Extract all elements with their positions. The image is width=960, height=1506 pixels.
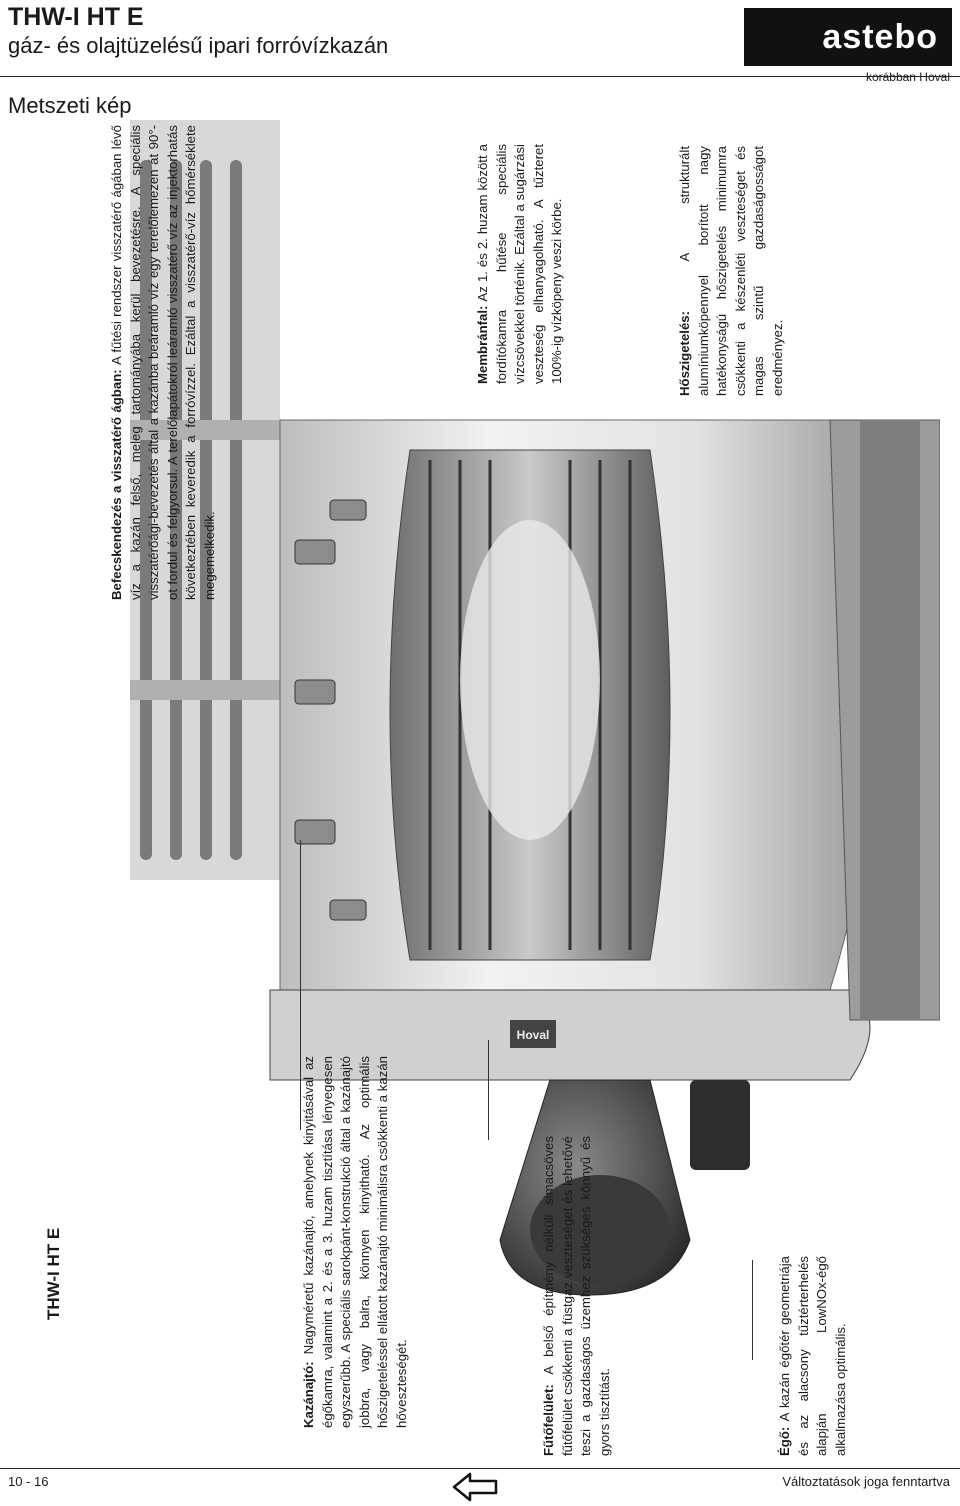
header-divider — [0, 76, 960, 77]
befecskendezes-body: A fűtési rendszer visszatérő ágában lévő… — [109, 125, 217, 600]
kazanajto-heading: Kazánajtó: — [301, 1354, 316, 1428]
leader-line-kazanajto — [300, 840, 301, 1130]
annotation-befecskendezes: Befecskendezés a visszatérő ágban: A fűt… — [108, 125, 219, 600]
boiler-cutaway-illustration: Hoval — [130, 120, 940, 1296]
befecskendezes-heading: Befecskendezés a visszatérő ágban: — [109, 365, 124, 600]
footer-divider — [0, 1468, 960, 1469]
page-subtitle: gáz- és olajtüzelésű ipari forróvízkazán — [8, 33, 389, 58]
futofelulet-heading: Fűtőfelület: — [541, 1374, 556, 1456]
hoszigeteles-body: A strukturált alumíniumköpennyel borítot… — [677, 146, 785, 396]
brand-tagline: korábban Hoval — [865, 70, 950, 84]
section-title: Metszeti kép — [8, 93, 132, 118]
annotation-hoszigeteles: Hőszigetelés: A strukturált alumíniumköp… — [676, 146, 787, 396]
back-arrow-icon[interactable] — [452, 1472, 498, 1502]
annotation-membranfal: Membránfal: Az 1. és 2. huzam között a f… — [474, 144, 567, 384]
door-badge: Hoval — [517, 1028, 550, 1042]
hoval-door-plate — [510, 1020, 556, 1048]
side-product-label: THW-I HT E — [44, 1227, 63, 1320]
hoszigeteles-heading: Hőszigetelés: — [677, 261, 692, 396]
leader-line-futofelulet — [488, 1040, 489, 1140]
kazanajto-body: Nagyméretű kazánajtó, amelynek kinyitásá… — [301, 1055, 409, 1428]
brand-logo: astebo — [744, 8, 952, 66]
annotation-ego: Égő: A kazán égőtér geometriája és az al… — [776, 1256, 850, 1456]
ego-heading: Égő: — [777, 1421, 792, 1456]
page-number: 10 - 16 — [8, 1474, 49, 1489]
leader-line-ego — [752, 1260, 753, 1360]
rights-notice: Változtatások joga fenntartva — [782, 1474, 950, 1489]
membranfal-heading: Membránfal: — [475, 301, 490, 384]
annotation-kazanajto: Kazánajtó: Nagyméretű kazánajtó, amelyne… — [300, 1056, 411, 1428]
annotation-futofelulet: Fűtőfelület: A belső építmény nélküli si… — [540, 1136, 614, 1456]
page-title: THW-I HT E — [8, 3, 144, 31]
